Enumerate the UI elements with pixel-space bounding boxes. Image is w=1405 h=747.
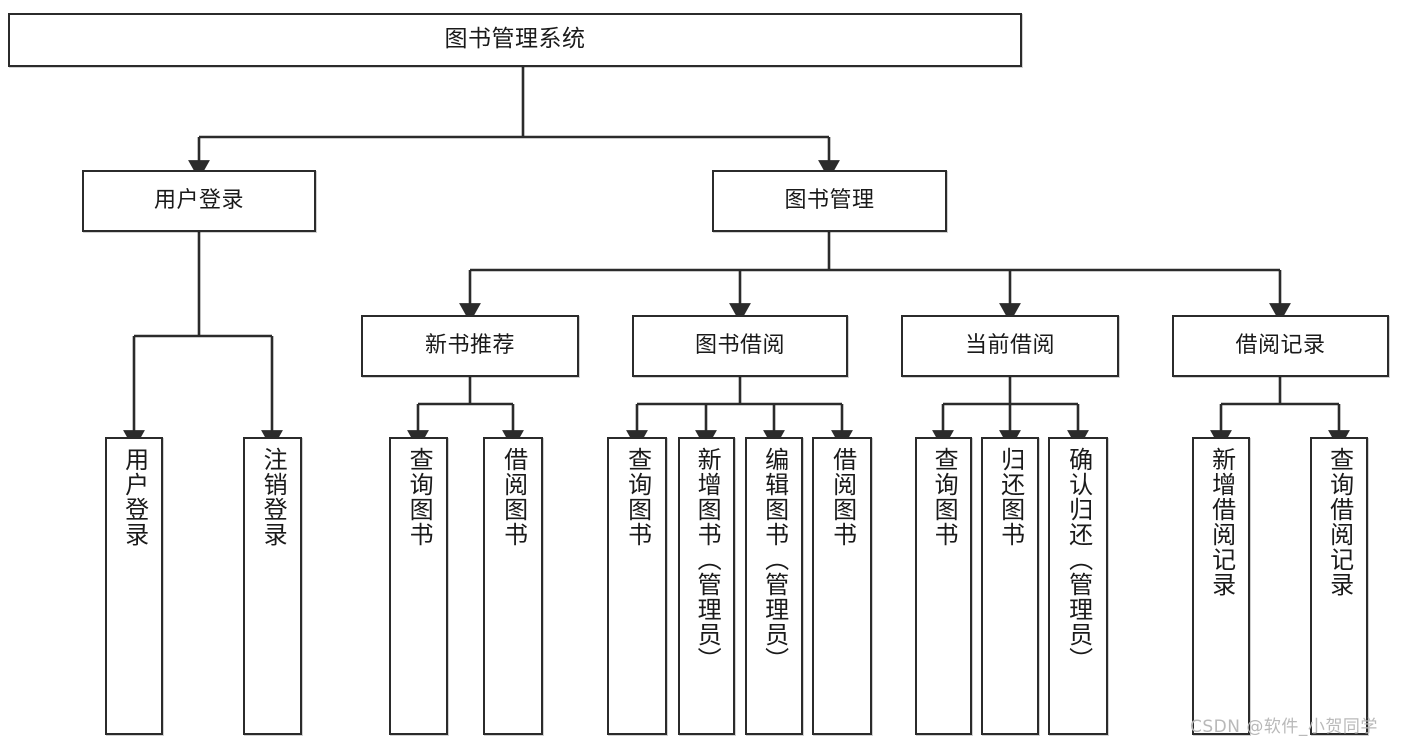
node-leaf-borrow-book-1[interactable]: 借阅图书 xyxy=(483,437,543,735)
node-leaf-add-record[interactable]: 新增借阅记录 xyxy=(1192,437,1250,735)
node-root-label: 图书管理系统 xyxy=(444,26,586,53)
node-new-book-recommend[interactable]: 新书推荐 xyxy=(361,315,579,377)
node-leaf-user-login[interactable]: 用户登录 xyxy=(105,437,163,735)
node-leaf-borrow-book-2[interactable]: 借阅图书 xyxy=(812,437,872,735)
node-book-manage-label: 图书管理 xyxy=(784,187,875,213)
node-leaf-return-book[interactable]: 归还图书 xyxy=(981,437,1039,735)
node-leaf-logout[interactable]: 注销登录 xyxy=(243,437,302,735)
node-root[interactable]: 图书管理系统 xyxy=(8,13,1022,67)
node-leaf-borrow-book-2-label: 借阅图书 xyxy=(828,447,857,547)
node-leaf-confirm-return[interactable]: 确认归还（管理员） xyxy=(1048,437,1108,735)
node-leaf-query-record[interactable]: 查询借阅记录 xyxy=(1310,437,1368,735)
node-user-login[interactable]: 用户登录 xyxy=(82,170,316,232)
node-leaf-user-login-label: 用户登录 xyxy=(120,447,149,547)
watermark: CSDN @软件_小贺同学 xyxy=(1190,717,1378,737)
node-leaf-confirm-return-label: 确认归还（管理员） xyxy=(1064,447,1093,672)
node-book-borrow-label: 图书借阅 xyxy=(694,332,785,358)
node-leaf-edit-book[interactable]: 编辑图书（管理员） xyxy=(745,437,803,735)
node-book-borrow[interactable]: 图书借阅 xyxy=(632,315,848,377)
node-book-manage[interactable]: 图书管理 xyxy=(712,170,947,232)
node-leaf-query-book-1[interactable]: 查询图书 xyxy=(389,437,448,735)
node-leaf-query-book-3[interactable]: 查询图书 xyxy=(915,437,972,735)
node-leaf-edit-book-label: 编辑图书（管理员） xyxy=(760,447,789,672)
node-current-borrow[interactable]: 当前借阅 xyxy=(901,315,1119,377)
node-leaf-add-record-label: 新增借阅记录 xyxy=(1207,447,1236,597)
node-leaf-borrow-book-1-label: 借阅图书 xyxy=(499,447,528,547)
node-leaf-query-book-3-label: 查询图书 xyxy=(930,447,959,547)
node-leaf-query-book-1-label: 查询图书 xyxy=(405,447,434,547)
node-leaf-add-book[interactable]: 新增图书（管理员） xyxy=(678,437,735,735)
node-borrow-record[interactable]: 借阅记录 xyxy=(1172,315,1389,377)
node-borrow-record-label: 借阅记录 xyxy=(1235,332,1326,358)
node-new-book-recommend-label: 新书推荐 xyxy=(424,332,515,358)
node-current-borrow-label: 当前借阅 xyxy=(964,332,1055,358)
node-user-login-label: 用户登录 xyxy=(153,187,244,213)
node-leaf-logout-label: 注销登录 xyxy=(259,447,288,547)
node-leaf-query-book-2-label: 查询图书 xyxy=(623,447,652,547)
node-leaf-query-record-label: 查询借阅记录 xyxy=(1325,447,1354,597)
node-leaf-return-book-label: 归还图书 xyxy=(996,447,1025,547)
node-leaf-add-book-label: 新增图书（管理员） xyxy=(693,447,722,672)
node-leaf-query-book-2[interactable]: 查询图书 xyxy=(607,437,667,735)
